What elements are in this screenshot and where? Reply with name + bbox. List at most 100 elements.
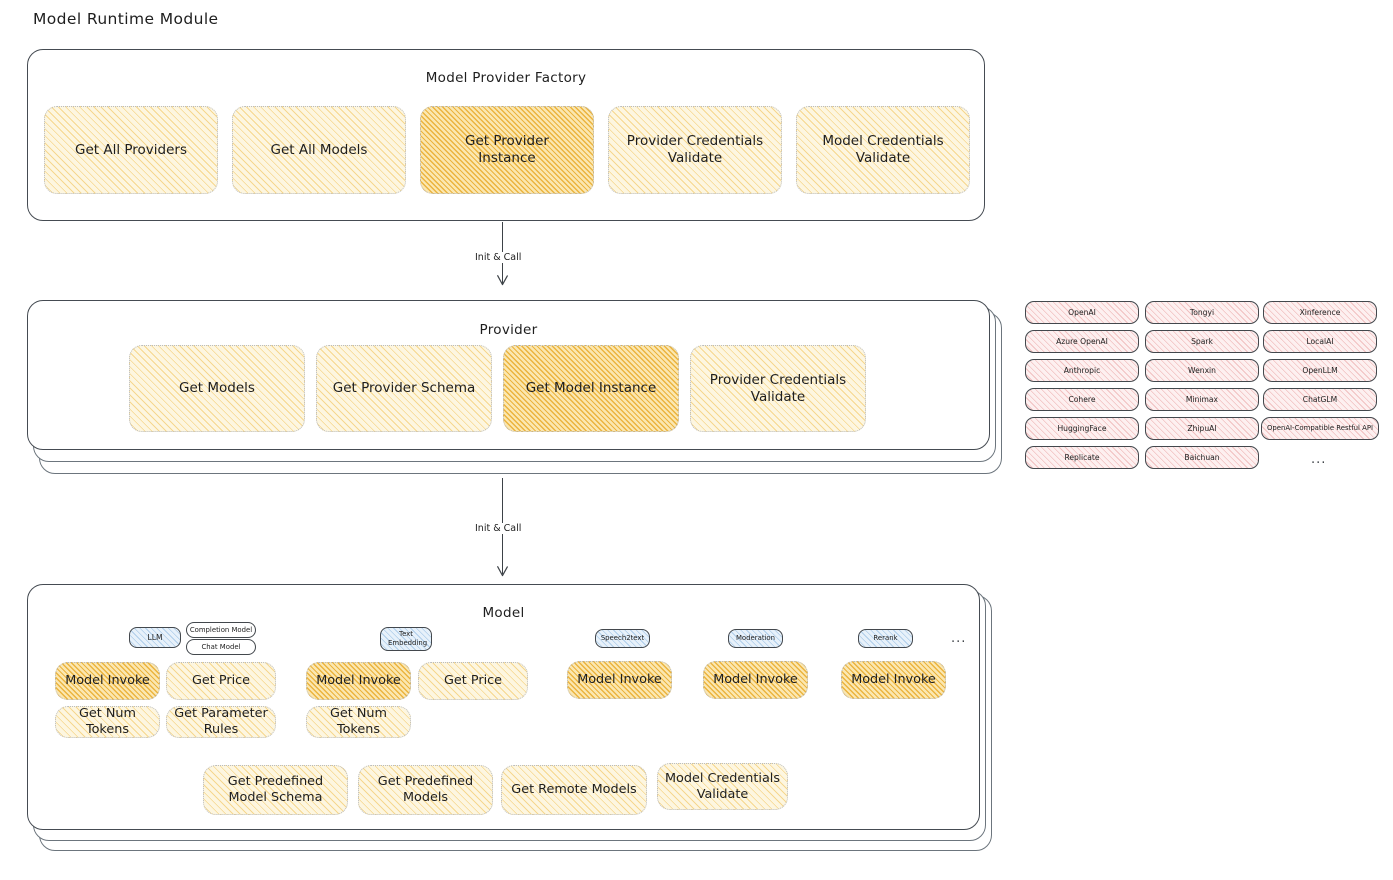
provider-list-label: OpenAI — [1068, 307, 1096, 317]
factory-box-label: Model Credentials Validate — [822, 133, 944, 166]
provider-box-get-provider-schema[interactable]: Get Provider Schema — [316, 345, 492, 432]
model-title: Model — [482, 605, 525, 621]
provider-list-label: Baichuan — [1184, 452, 1220, 462]
model-type-label: Speech2text — [600, 634, 645, 643]
factory-box-label: Get Provider Instance — [465, 133, 549, 166]
provider-list-item-chatglm[interactable]: ChatGLM — [1263, 388, 1377, 411]
provider-box-get-model-instance[interactable]: Get Model Instance — [503, 345, 679, 432]
provider-list-item-openai-compatible-restful-api[interactable]: OpenAI-Compatible Restful API — [1261, 417, 1379, 440]
provider-list-item-baichuan[interactable]: Baichuan — [1145, 446, 1259, 469]
llm-method-model-invoke[interactable]: Model Invoke — [55, 662, 160, 700]
provider-list-item-anthropic[interactable]: Anthropic — [1025, 359, 1139, 382]
provider-title: Provider — [479, 322, 538, 338]
provider-list-label: Anthropic — [1063, 365, 1101, 375]
model-type-label: Moderation — [735, 634, 776, 643]
rerank-method-model-invoke[interactable]: Model Invoke — [841, 661, 946, 699]
model-type-label: LLM — [147, 632, 163, 642]
provider-list-item-wenxin[interactable]: Wenxin — [1145, 359, 1259, 382]
model-type-badge-text-embedding[interactable]: Text Embedding — [380, 627, 432, 651]
provider-box-label: Provider Credentials Validate — [709, 371, 847, 405]
arrow-provider-to-model-head — [497, 566, 508, 577]
model-types-more-ellipsis: ... — [951, 631, 967, 646]
model-subtype-chat-model[interactable]: Chat Model — [186, 639, 256, 655]
provider-list-item-openllm[interactable]: OpenLLM — [1263, 359, 1377, 382]
model-type-label: Rerank — [873, 634, 898, 643]
provider-list-label: Tongyi — [1189, 307, 1215, 317]
model-type-label: Text Embedding — [388, 630, 428, 647]
provider-list-label: ChatGLM — [1302, 394, 1338, 404]
provider-list-label: Wenxin — [1188, 365, 1216, 375]
method-label: Model Invoke — [65, 673, 150, 688]
moderation-method-model-invoke[interactable]: Model Invoke — [703, 661, 808, 699]
model-type-badge-speech2text[interactable]: Speech2text — [595, 629, 650, 648]
factory-box-model-credentials-validate[interactable]: Model Credentials Validate — [796, 106, 970, 194]
model-type-badge-moderation[interactable]: Moderation — [728, 629, 783, 648]
method-label: Model Invoke — [851, 672, 936, 687]
provider-list-label: Replicate — [1064, 452, 1100, 462]
model-common-method-get-predefined-models[interactable]: Get Predefined Models — [358, 765, 493, 815]
method-label: Get Predefined Model Schema — [227, 774, 324, 805]
provider-list-label: OpenAI-Compatible Restful API — [1266, 424, 1374, 433]
provider-list-label: ZhipuAI — [1187, 423, 1217, 433]
provider-list-item-azure-openai[interactable]: Azure OpenAI — [1025, 330, 1139, 353]
method-label: Get Num Tokens — [329, 706, 388, 737]
factory-box-label: Provider Credentials Validate — [626, 133, 764, 166]
model-provider-factory-title: Model Provider Factory — [425, 70, 587, 86]
text-embedding-method-get-price[interactable]: Get Price — [418, 662, 528, 700]
model-common-method-model-credentials-validate[interactable]: Model Credentials Validate — [657, 763, 788, 810]
provider-box-provider-credentials-validate[interactable]: Provider Credentials Validate — [690, 345, 866, 432]
provider-list-label: Spark — [1191, 336, 1213, 346]
provider-box-label: Get Models — [179, 380, 255, 397]
model-common-method-get-remote-models[interactable]: Get Remote Models — [501, 765, 647, 815]
provider-list-label: HuggingFace — [1057, 423, 1107, 433]
provider-list-item-tongyi[interactable]: Tongyi — [1145, 301, 1259, 324]
factory-box-label: Get All Providers — [75, 141, 187, 158]
provider-list-label: OpenLLM — [1302, 365, 1338, 375]
method-label: Get Predefined Models — [377, 774, 474, 805]
llm-method-get-num-tokens[interactable]: Get Num Tokens — [55, 706, 160, 738]
method-label: Get Num Tokens — [78, 706, 137, 737]
method-label: Model Invoke — [577, 672, 662, 687]
provider-list-item-openai[interactable]: OpenAI — [1025, 301, 1139, 324]
provider-list-item-xinference[interactable]: Xinference — [1263, 301, 1377, 324]
provider-list-item-minimax[interactable]: Minimax — [1145, 388, 1259, 411]
llm-method-get-price[interactable]: Get Price — [166, 662, 276, 700]
factory-box-get-all-models[interactable]: Get All Models — [232, 106, 406, 194]
factory-box-get-all-providers[interactable]: Get All Providers — [44, 106, 218, 194]
provider-list-item-huggingface[interactable]: HuggingFace — [1025, 417, 1139, 440]
arrow-provider-to-model-label: Init & Call — [472, 523, 525, 534]
method-label: Get Remote Models — [511, 782, 637, 797]
method-label: Get Price — [443, 673, 503, 688]
provider-list-label: Xinference — [1299, 307, 1341, 317]
factory-box-get-provider-instance[interactable]: Get Provider Instance — [420, 106, 594, 194]
method-label: Model Credentials Validate — [664, 770, 781, 802]
speech2text-method-model-invoke[interactable]: Model Invoke — [567, 661, 672, 699]
provider-list-label: Cohere — [1068, 394, 1096, 404]
provider-list-more-ellipsis: ... — [1311, 452, 1327, 467]
factory-box-label: Get All Models — [270, 141, 368, 158]
arrow-factory-to-provider-label: Init & Call — [472, 252, 525, 263]
model-subtype-label: Chat Model — [201, 642, 241, 651]
provider-list-label: Azure OpenAI — [1056, 336, 1108, 346]
provider-list-item-localai[interactable]: LocalAI — [1263, 330, 1377, 353]
arrow-factory-to-provider-head — [497, 275, 508, 286]
page-title: Model Runtime Module — [33, 10, 219, 28]
provider-list-item-spark[interactable]: Spark — [1145, 330, 1259, 353]
model-type-badge-rerank[interactable]: Rerank — [858, 629, 913, 648]
model-subtype-label: Completion Model — [189, 625, 253, 634]
model-type-badge-llm[interactable]: LLM — [129, 627, 181, 648]
provider-box-get-models[interactable]: Get Models — [129, 345, 305, 432]
provider-list-label: LocalAI — [1306, 336, 1334, 346]
factory-box-provider-credentials-validate[interactable]: Provider Credentials Validate — [608, 106, 782, 194]
text-embedding-method-get-num-tokens[interactable]: Get Num Tokens — [306, 706, 411, 738]
provider-list-item-replicate[interactable]: Replicate — [1025, 446, 1139, 469]
text-embedding-method-model-invoke[interactable]: Model Invoke — [306, 662, 411, 700]
provider-box-label: Get Model Instance — [525, 380, 657, 397]
provider-list-item-zhipuai[interactable]: ZhipuAI — [1145, 417, 1259, 440]
method-label: Model Invoke — [316, 673, 401, 688]
provider-list-item-cohere[interactable]: Cohere — [1025, 388, 1139, 411]
model-subtype-completion-model[interactable]: Completion Model — [186, 622, 256, 638]
model-common-method-get-predefined-model-schema[interactable]: Get Predefined Model Schema — [203, 765, 348, 815]
llm-method-get-parameter-rules[interactable]: Get Parameter Rules — [166, 706, 276, 738]
